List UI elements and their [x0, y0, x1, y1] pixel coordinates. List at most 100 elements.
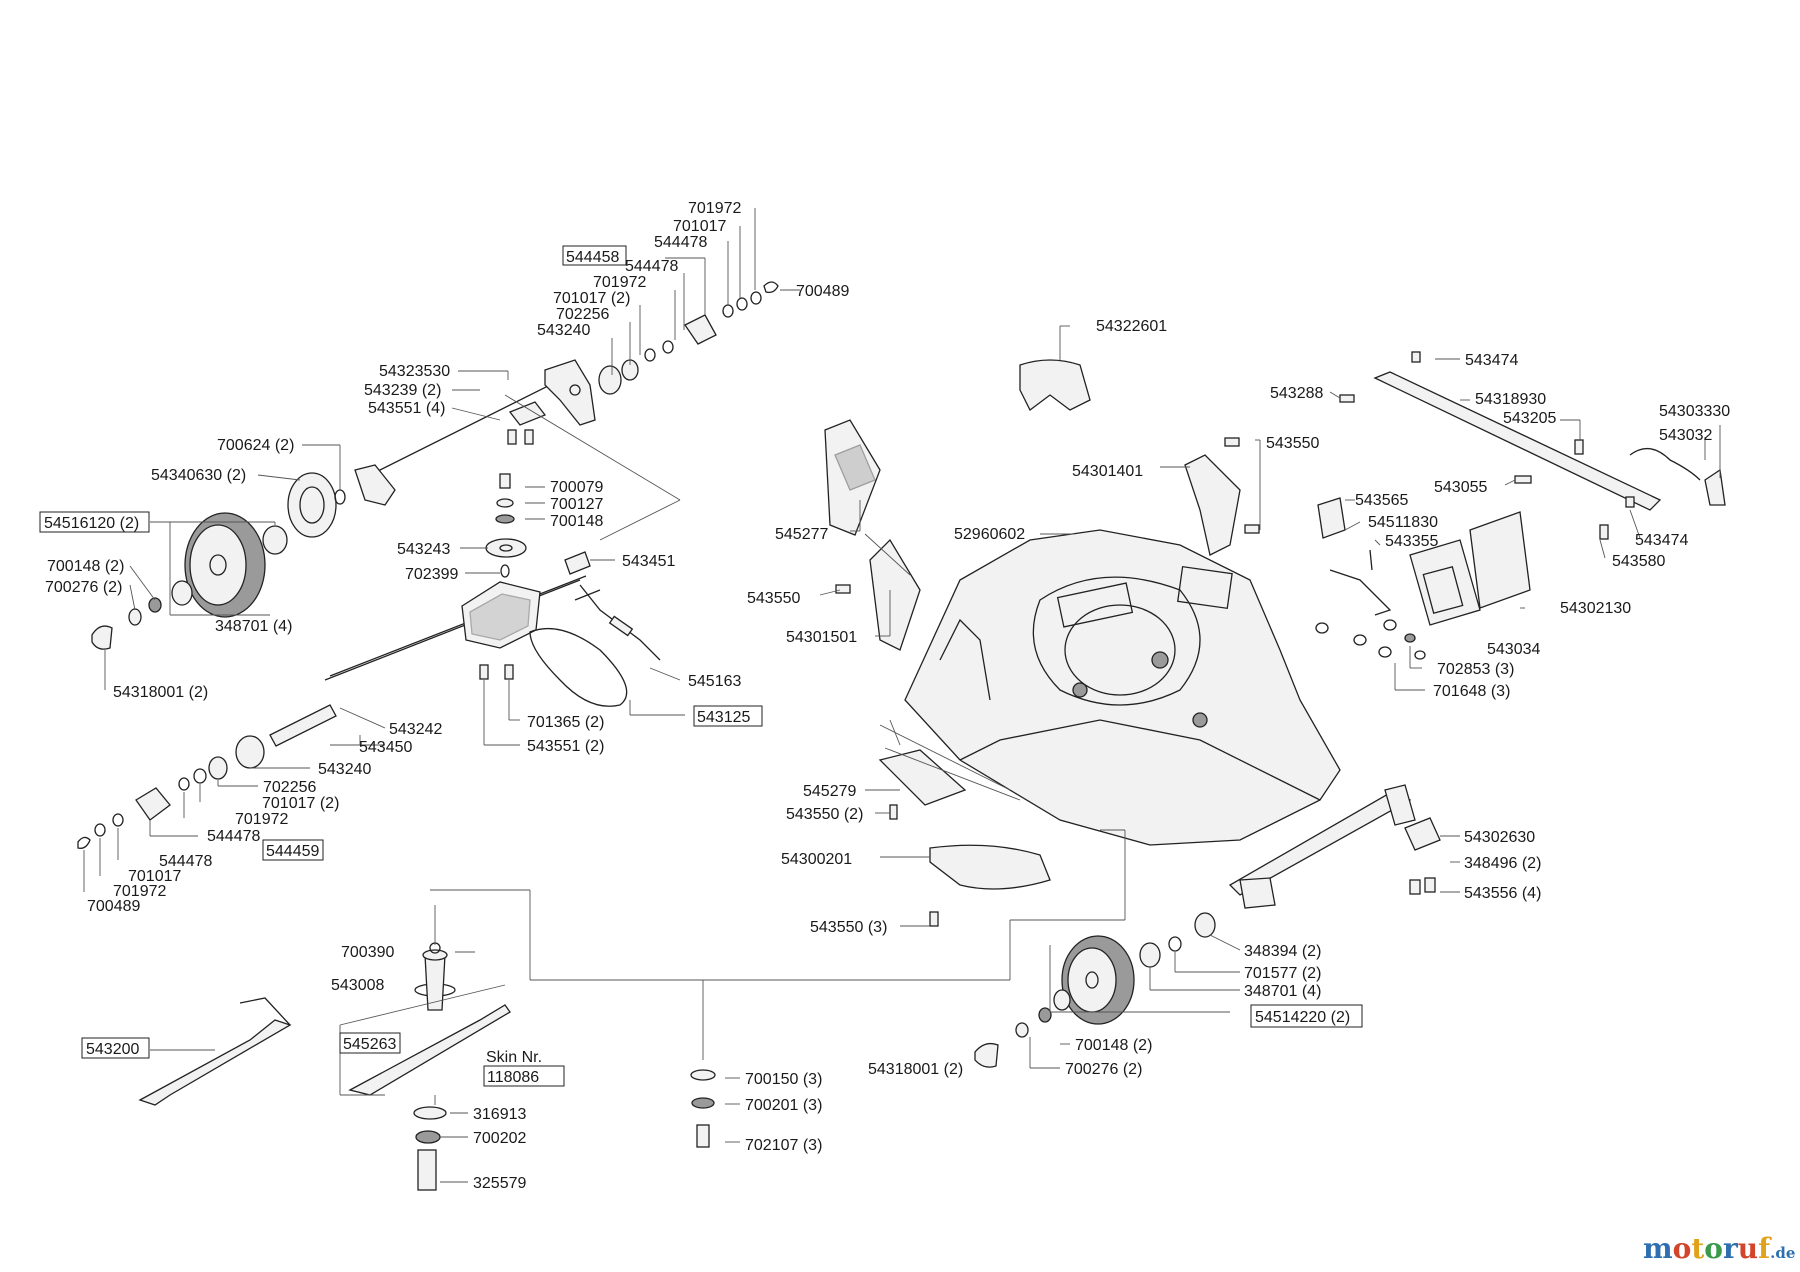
label-700202: 700202	[473, 1130, 526, 1147]
label-54516120: 54516120 (2)	[44, 515, 139, 532]
label-700276-l: 700276 (2)	[45, 579, 122, 596]
clip-700489-d	[77, 836, 91, 849]
washer-701972-top	[750, 291, 762, 305]
label-543474-b: 543474	[1635, 532, 1688, 549]
label-skin-nr: Skin Nr.	[486, 1049, 542, 1066]
bolt-702107	[696, 1124, 710, 1148]
wheel-right-hub	[1085, 971, 1099, 989]
axle-bracket-top	[1384, 784, 1416, 826]
label-702853: 702853 (3)	[1437, 661, 1514, 678]
washer-a	[1315, 622, 1329, 634]
washer-700127	[496, 498, 514, 508]
label-701577: 701577 (2)	[1244, 965, 1321, 982]
label-701972-top: 701972	[688, 200, 741, 217]
box-54516120	[39, 511, 150, 533]
washer-700201	[691, 1097, 715, 1109]
washer-316913	[413, 1106, 447, 1120]
label-54302130: 54302130	[1560, 600, 1631, 617]
plate-543034	[1409, 539, 1481, 626]
label-702399: 702399	[405, 566, 458, 583]
watermark-letter: m	[1643, 1232, 1673, 1265]
part-labels: 701972 701017 544478 544458 544478 70197…	[44, 200, 1730, 1192]
label-543125: 543125	[697, 709, 750, 726]
watermark-main: motoruf	[1643, 1232, 1772, 1265]
label-54340630: 54340630 (2)	[151, 467, 246, 484]
label-543550-2: 543550 (2)	[786, 806, 863, 823]
plug-54300201	[929, 844, 1051, 890]
label-54303330: 54303330	[1659, 403, 1730, 420]
label-543556: 543556 (4)	[1464, 885, 1541, 902]
axle-54323530	[359, 379, 561, 481]
label-701017-d: 701017	[128, 868, 181, 885]
label-544478-top: 544478	[654, 234, 707, 251]
deck-slot	[1177, 565, 1233, 610]
clip-348496	[1404, 817, 1441, 851]
wheel-left-inner	[189, 524, 247, 606]
plate-545279	[878, 749, 967, 806]
washer-c	[1378, 646, 1392, 658]
label-544478-b: 544478	[625, 258, 678, 275]
label-543243: 543243	[397, 541, 450, 558]
gear-inner	[299, 486, 325, 524]
wheel-right-inner	[1067, 947, 1117, 1013]
watermark-letter: u	[1738, 1232, 1758, 1265]
label-348394: 348394 (2)	[1244, 943, 1321, 960]
chute-545277	[824, 419, 881, 536]
flap-54322601	[1019, 359, 1091, 411]
lever-543565	[1317, 497, 1346, 539]
label-700150: 700150 (3)	[745, 1071, 822, 1088]
label-54300201: 54300201	[781, 851, 852, 868]
label-118086: 118086	[487, 1069, 539, 1086]
lever-700624	[354, 464, 396, 506]
clip-543474-b	[1625, 496, 1635, 508]
belt-543125	[529, 628, 628, 707]
clip-702399	[500, 564, 510, 578]
label-701972-c: 701972	[235, 811, 288, 828]
blade-543200	[138, 1019, 292, 1106]
label-54511830: 54511830	[1368, 514, 1438, 531]
label-544458: 544458	[566, 249, 619, 266]
label-54514220: 54514220 (2)	[1255, 1009, 1350, 1026]
sleeve-543451	[564, 551, 591, 575]
deck-bolt-3	[1192, 712, 1208, 728]
hubcap-54318001-r	[974, 1042, 999, 1068]
label-52960602: 52960602	[954, 526, 1025, 543]
label-543550-b: 543550	[1266, 435, 1319, 452]
label-54318001-l: 54318001 (2)	[113, 684, 208, 701]
label-316913: 316913	[473, 1106, 526, 1123]
bolt-543550-a	[835, 584, 851, 594]
label-543551-2: 543551 (2)	[527, 738, 604, 755]
drive-assembly	[77, 281, 779, 849]
label-700489-d: 700489	[87, 898, 140, 915]
label-54318930: 54318930	[1475, 391, 1546, 408]
watermark-letter: t	[1691, 1232, 1704, 1265]
label-544478-d: 544478	[159, 853, 212, 870]
label-54322601: 54322601	[1096, 318, 1167, 335]
bolt-543551-a	[507, 429, 517, 445]
washer-700150	[690, 1069, 716, 1081]
label-54302630: 54302630	[1464, 829, 1535, 846]
label-54301501: 54301501	[786, 629, 857, 646]
spring-543032	[1629, 448, 1701, 481]
spring-543355	[1369, 549, 1373, 571]
bolt-543551-b	[524, 429, 534, 445]
deck-bowl	[1032, 576, 1201, 706]
pulley-hub	[499, 544, 513, 552]
label-543450: 543450	[359, 739, 412, 756]
box-544459	[262, 839, 324, 861]
label-543240-top: 543240	[537, 322, 590, 339]
label-54323530: 54323530	[379, 363, 450, 380]
tube-543450	[269, 704, 337, 747]
watermark-letter: o	[1704, 1232, 1723, 1265]
label-700079: 700079	[550, 479, 603, 496]
label-543355: 543355	[1385, 533, 1438, 550]
bolt-700079	[499, 473, 511, 489]
watermark-letter: r	[1723, 1232, 1739, 1265]
label-702107: 702107 (3)	[745, 1137, 822, 1154]
box-54514220	[1250, 1004, 1363, 1028]
label-543205: 543205	[1503, 410, 1556, 427]
clip-543239	[508, 401, 547, 426]
deck-bolt-1	[1151, 651, 1169, 669]
label-348496: 348496 (2)	[1464, 855, 1541, 872]
gear-543240-top	[598, 365, 622, 395]
